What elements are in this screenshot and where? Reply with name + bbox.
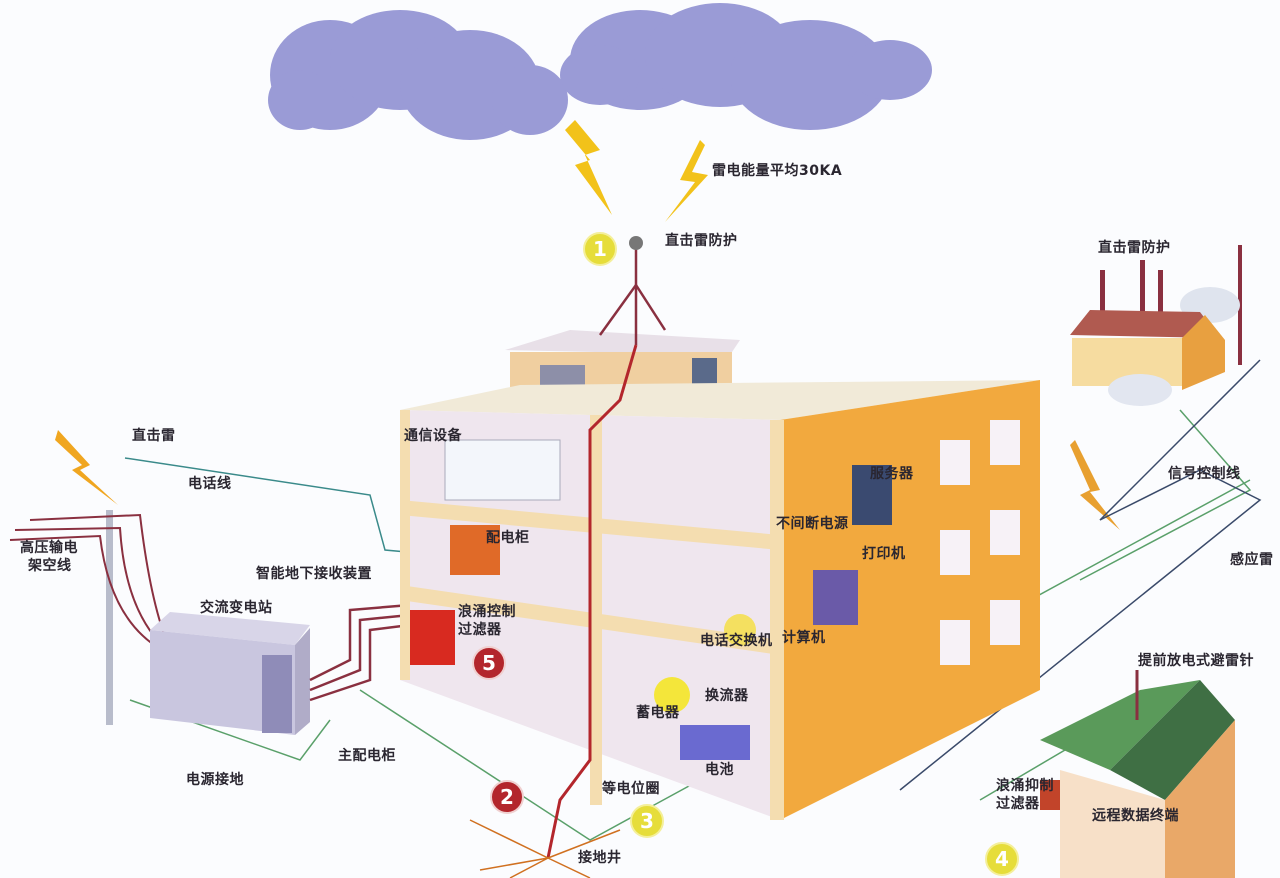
lightning-bolt-icon (1070, 440, 1120, 530)
label-induced-lightning: 感应雷 (1230, 552, 1274, 568)
comm-equipment-racks (444, 439, 561, 501)
badge-1: 1 (583, 232, 617, 266)
label-esd-rod: 提前放电式避雷针 (1138, 653, 1254, 669)
label-remote-surge-1: 浪涌抑制 (996, 778, 1054, 794)
factory (1070, 245, 1242, 406)
cloud-left (268, 10, 568, 140)
label-main-distribution: 主配电柜 (338, 748, 396, 764)
label-phone-line: 电话线 (188, 476, 232, 492)
storage (654, 677, 690, 713)
label-surge-filter-2: 过滤器 (458, 622, 502, 638)
label-direct-strike: 直击雷 (132, 428, 176, 444)
label-printer: 打印机 (862, 546, 906, 562)
label-direct-protection: 直击雷防护 (665, 233, 738, 249)
label-remote-surge-2: 过滤器 (996, 796, 1040, 812)
label-comm-equipment: 通信设备 (404, 428, 462, 444)
cloud-right (560, 3, 932, 130)
badge-3: 3 (630, 804, 664, 838)
label-ground-well: 接地井 (578, 850, 622, 866)
down-conductor (546, 344, 638, 859)
label-surge-filter-1: 浪涌控制 (458, 604, 516, 620)
lightning-bolt-icon (665, 140, 708, 222)
lightning-bolt-icon (565, 120, 612, 215)
label-lightning-energy: 雷电能量平均30KA (712, 163, 843, 179)
label-battery: 电池 (705, 762, 734, 778)
remote-house (1040, 670, 1235, 878)
badge-5: 5 (472, 646, 506, 680)
label-power-ground: 电源接地 (186, 772, 244, 788)
label-computer: 计算机 (782, 630, 826, 646)
signal-control-line (899, 359, 1262, 791)
label-phone-switch: 电话交换机 (700, 633, 773, 649)
lightning-rod (598, 245, 667, 345)
computer (813, 570, 858, 625)
label-hv-line-1: 高压输电 (20, 540, 78, 556)
phone-switch (724, 614, 756, 646)
label-remote-terminal: 远程数据终端 (1092, 808, 1179, 824)
label-signal-line: 信号控制线 (1168, 466, 1241, 482)
label-underground-device: 智能地下接收装置 (256, 566, 372, 582)
lightning-bolt-icon (55, 430, 118, 505)
label-ups: 不间断电源 (776, 516, 849, 532)
power-pole (106, 510, 113, 725)
label-distribution-cabinet: 配电柜 (486, 530, 530, 546)
substation (150, 612, 310, 735)
label-server: 服务器 (870, 466, 914, 482)
ground-electrode (469, 819, 621, 878)
battery (680, 725, 750, 760)
feed-cables (309, 603, 411, 702)
label-converter: 换流器 (705, 688, 749, 704)
label-equipotential: 等电位圈 (602, 781, 660, 797)
server (852, 465, 892, 525)
badge-4: 4 (985, 842, 1019, 876)
label-hv-line-2: 架空线 (28, 558, 72, 574)
label-factory-protection: 直击雷防护 (1098, 240, 1171, 256)
label-ac-substation: 交流变电站 (200, 600, 273, 616)
phone-line-wire (124, 457, 441, 556)
hv-power-lines (9, 513, 169, 651)
badge-2: 2 (490, 780, 524, 814)
rod-tip (629, 236, 643, 250)
distribution-cabinet (450, 525, 500, 575)
label-storage: 蓄电器 (636, 705, 680, 721)
main-distribution-cabinet (410, 610, 455, 665)
